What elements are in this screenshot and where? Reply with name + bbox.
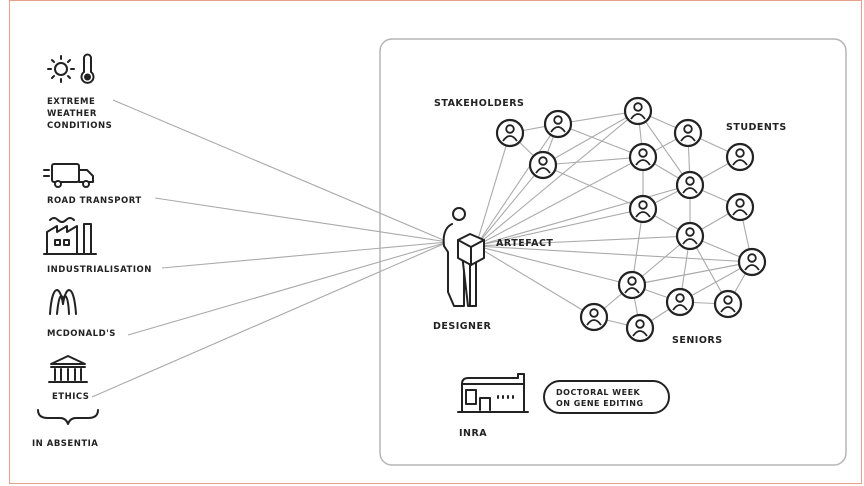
label-designer: DESIGNER: [433, 321, 491, 332]
classical-building-icon: [48, 355, 88, 383]
designer-link: [475, 156, 644, 247]
label-mcdonalds: MCDONALD'S: [47, 329, 116, 339]
person-icon: [495, 118, 525, 148]
designer-link: [475, 164, 544, 247]
artefact-box-icon: [457, 233, 485, 266]
person-icon: [628, 142, 658, 172]
event-bubble: [543, 380, 670, 414]
influence-lines: [91, 99, 449, 398]
influence-line: [161, 241, 449, 269]
person-nodes: [495, 96, 767, 343]
sun-thermometer-icon: [47, 53, 95, 84]
designer-link: [475, 208, 644, 247]
person-icon: [737, 247, 767, 277]
label-students: STUDENTS: [726, 122, 787, 133]
person-icon: [617, 270, 647, 300]
person-icon: [675, 221, 705, 251]
label-stakeholders: STAKEHOLDERS: [434, 98, 524, 109]
designer-link: [475, 110, 639, 247]
brace-icon: [37, 409, 99, 425]
person-icon: [673, 118, 703, 148]
factory-icon: [43, 217, 97, 255]
network-link: [557, 123, 644, 158]
designer-link: [475, 245, 633, 286]
influence-line: [112, 99, 449, 243]
designer-link: [475, 245, 753, 263]
network-link: [542, 164, 644, 210]
person-icon: [713, 289, 743, 319]
truck-icon: [43, 163, 94, 188]
designer-link: [475, 132, 511, 247]
network-link: [542, 110, 639, 166]
network-link: [637, 110, 691, 186]
designer-link: [475, 245, 595, 318]
label-industrialisation: INDUSTRIALISATION: [47, 265, 152, 275]
influence-line: [154, 197, 449, 243]
label-ethics: ETHICS: [52, 392, 89, 402]
person-icon: [665, 287, 695, 317]
label-in-absentia: IN ABSENTIA: [32, 439, 98, 449]
network-link: [542, 156, 644, 166]
mcdonalds-logo-icon: [49, 289, 77, 315]
person-icon: [543, 109, 573, 139]
label-road-transport: ROAD TRANSPORT: [47, 196, 142, 206]
label-inra: INRA: [459, 428, 487, 439]
label-extreme-weather: EXTREME WEATHER CONDITIONS: [47, 97, 112, 131]
person-icon: [623, 96, 653, 126]
person-icon: [625, 313, 655, 343]
person-icon: [725, 192, 755, 222]
designer-link: [475, 235, 691, 247]
influence-line: [91, 241, 449, 398]
label-artefact: ARTEFACT: [496, 238, 553, 249]
person-icon: [528, 150, 558, 180]
bubble-text: DOCTORAL WEEK ON GENE EDITING: [556, 388, 644, 408]
inra-building-icon: [457, 373, 529, 413]
person-icon: [628, 194, 658, 224]
context-panel: [379, 38, 847, 466]
network-link: [631, 261, 753, 286]
person-icon: [579, 302, 609, 332]
influence-line: [127, 241, 449, 336]
person-icon: [675, 170, 705, 200]
designer-link: [475, 123, 559, 247]
designer-link: [475, 184, 691, 247]
person-icon: [725, 142, 755, 172]
outer-frame: [9, 0, 862, 484]
label-seniors: SENIORS: [672, 335, 723, 346]
